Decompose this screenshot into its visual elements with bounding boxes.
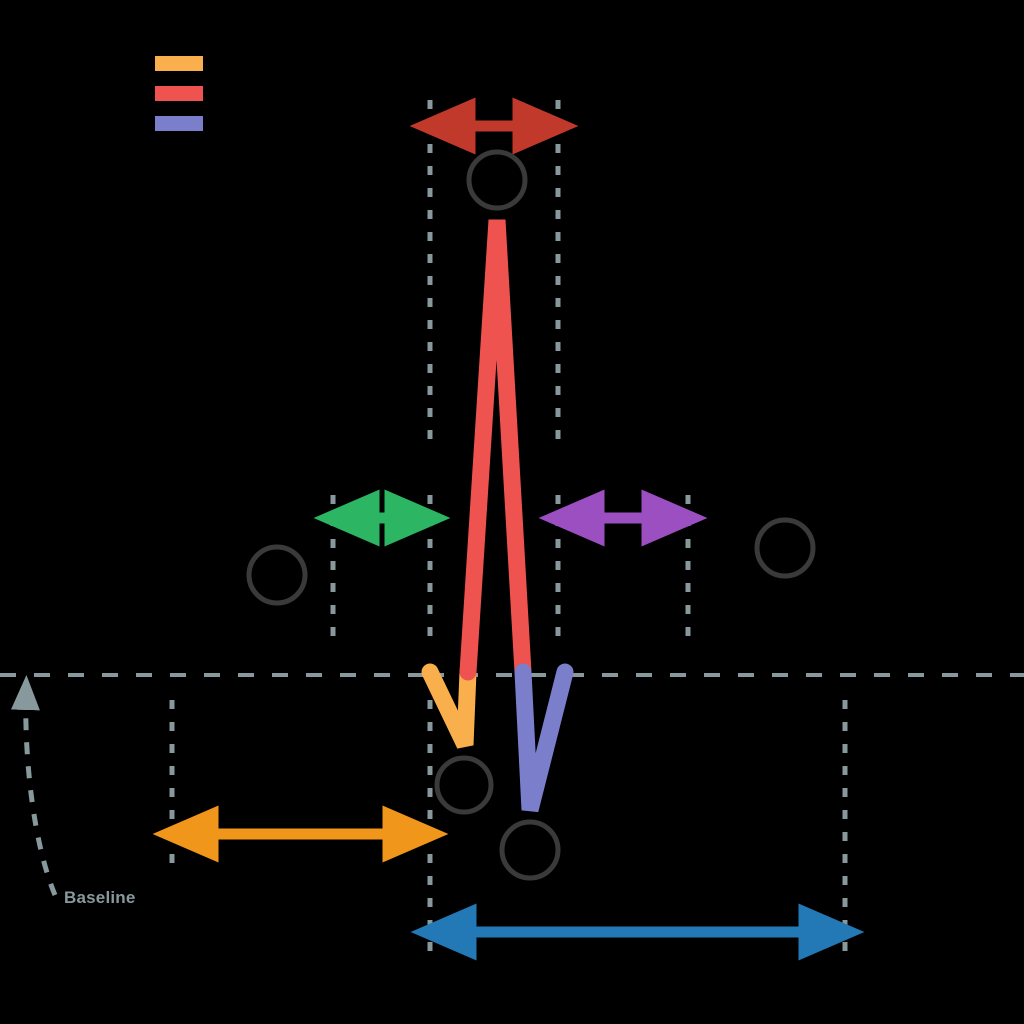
baseline-callout-arrow (10, 675, 58, 896)
badge-1[interactable] (466, 149, 528, 211)
legend-item-red[interactable] (155, 78, 415, 108)
badges-group (246, 149, 816, 881)
legend-swatch-red-icon (155, 85, 203, 101)
measure-arrows-group (152, 97, 865, 961)
badge-5[interactable] (499, 819, 561, 881)
baseline-callout-group (10, 675, 58, 896)
qrs-waveform-group (421, 219, 574, 813)
legend-swatch-orange-icon (155, 55, 203, 71)
r-wave-segment (459, 219, 532, 681)
legend-swatch-purple-icon (155, 115, 203, 131)
baseline-label: Baseline (64, 888, 136, 907)
legend-item-orange[interactable] (155, 48, 415, 78)
badge-3[interactable] (754, 517, 816, 579)
q-wave-segment (421, 663, 477, 749)
s-wave-segment (514, 663, 574, 813)
legend (155, 48, 415, 148)
badge-4[interactable] (434, 755, 494, 815)
badge-2[interactable] (246, 544, 308, 606)
legend-item-purple[interactable] (155, 108, 415, 138)
